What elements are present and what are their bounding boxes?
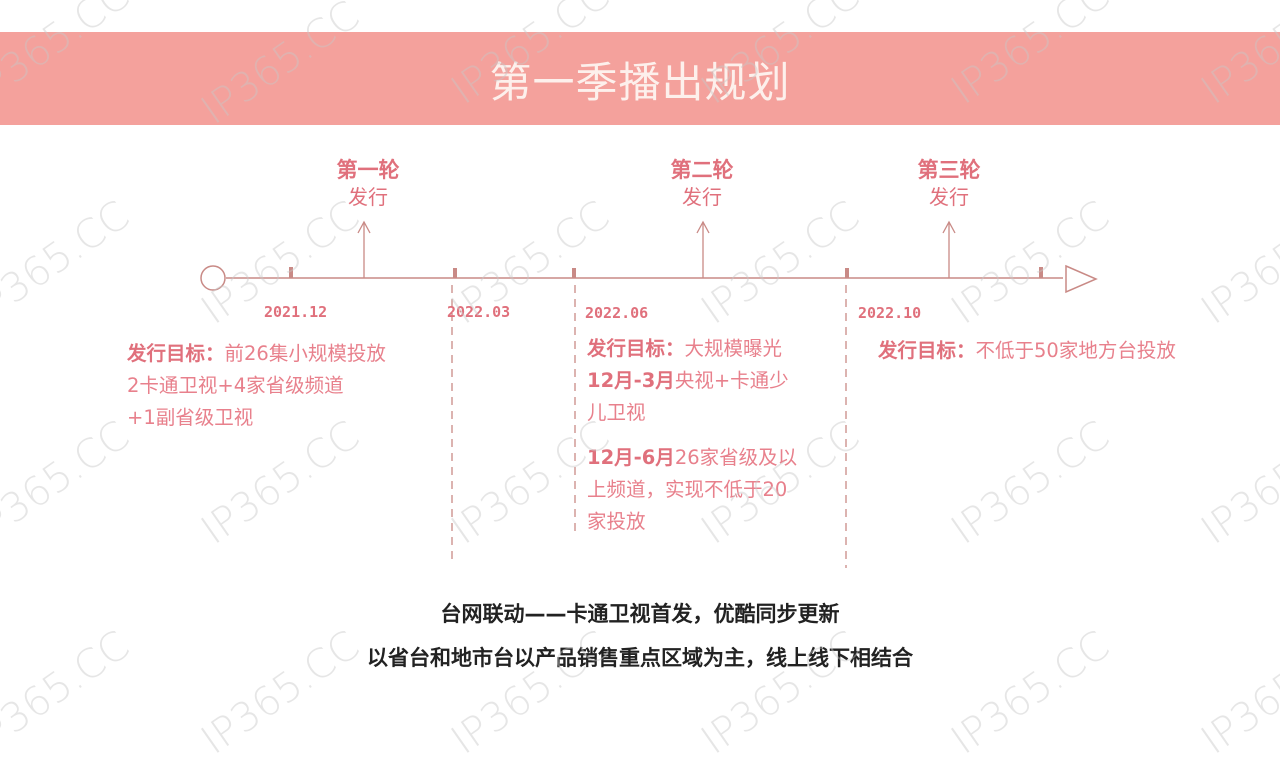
timeline-graphic [200,220,1098,568]
goal-block-second: 发行目标：大规模曝光 12月-3月央视+卡通少 儿卫视 12月-6月26家省级及… [587,333,837,538]
goal-text: 儿卫视 [587,401,646,424]
round-1-subtitle: 发行 [348,185,388,209]
summary-line-2: 以省台和地市台以产品销售重点区域为主，线上线下相结合 [367,646,913,670]
goal-label: 发行目标： [587,337,685,360]
goal-text: 26家省级及以 [674,446,798,469]
date-label: 2021.12 [264,303,328,321]
date-label: 2022.10 [858,304,922,322]
goal-block-third: 发行目标：不低于50家地方台投放 [878,335,1258,367]
round-3-title: 第三轮 [917,158,981,182]
goal-text: 家投放 [587,510,646,533]
timeline-end-arrow-icon [1065,264,1098,294]
timeline-start-circle-icon [200,265,226,291]
date-label: 2022.06 [585,304,649,322]
goal-label: 发行目标： [127,342,225,365]
goal-text: 大规模曝光 [684,337,783,360]
goal-text: +1副省级卫视 [127,406,254,429]
goal-text: 上频道，实现不低于20 [587,478,788,501]
goal-block-first: 发行目标：前26集小规模投放 2卡通卫视+4家省级频道 +1副省级卫视 [127,338,447,434]
period-label: 12月-6月 [587,446,675,469]
goal-text: 前26集小规模投放 [224,342,386,365]
round-2-subtitle: 发行 [682,185,722,209]
title-banner [0,32,1280,125]
period-label: 12月-3月 [587,369,675,392]
round-2-title: 第二轮 [670,158,734,182]
goal-text: 2卡通卫视+4家省级频道 [127,374,344,397]
page-title: 第一季播出规划 [489,58,791,107]
summary-line-1: 台网联动——卡通卫视首发，优酷同步更新 [440,602,840,626]
goal-label: 发行目标： [878,339,976,362]
round-1-title: 第一轮 [336,158,400,182]
goal-text: 不低于50家地方台投放 [975,339,1176,362]
round-3-subtitle: 发行 [929,185,969,209]
date-label: 2022.03 [447,303,511,321]
goal-text: 央视+卡通少 [674,369,789,392]
